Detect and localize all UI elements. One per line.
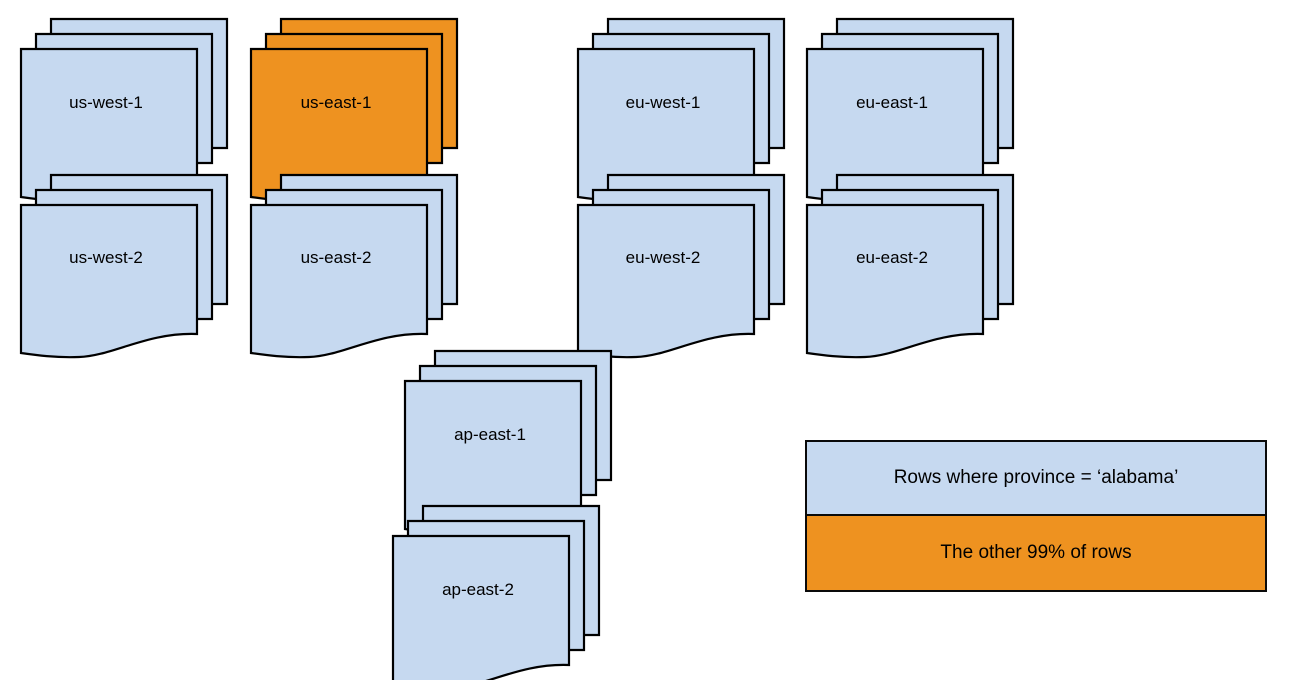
legend-row-blue: Rows where province = ‘alabama’ (807, 442, 1265, 516)
document-stack-eu-east-1[interactable] (804, 16, 1016, 203)
legend-row-orange: The other 99% of rows (807, 516, 1265, 590)
doc-sheet-front (391, 534, 571, 680)
document-stack-ap-east-1[interactable] (402, 348, 614, 535)
document-stack-ap-east-2[interactable] (390, 503, 602, 680)
document-stack-eu-west-1[interactable] (575, 16, 787, 203)
document-stack-us-east-2[interactable] (248, 172, 460, 359)
doc-sheet-front (576, 203, 756, 359)
legend: Rows where province = ‘alabama’ The othe… (805, 440, 1267, 592)
document-stack-eu-east-2[interactable] (804, 172, 1016, 359)
legend-label-orange: The other 99% of rows (940, 542, 1132, 563)
document-stack-us-west-2[interactable] (18, 172, 230, 359)
legend-label-blue: Rows where province = ‘alabama’ (893, 467, 1179, 488)
document-stack-us-west-1[interactable] (18, 16, 230, 203)
doc-sheet-front (19, 203, 199, 359)
doc-sheet-front (249, 203, 429, 359)
doc-sheet-front (805, 203, 985, 359)
document-stack-eu-west-2[interactable] (575, 172, 787, 359)
document-stack-us-east-1[interactable] (248, 16, 460, 203)
